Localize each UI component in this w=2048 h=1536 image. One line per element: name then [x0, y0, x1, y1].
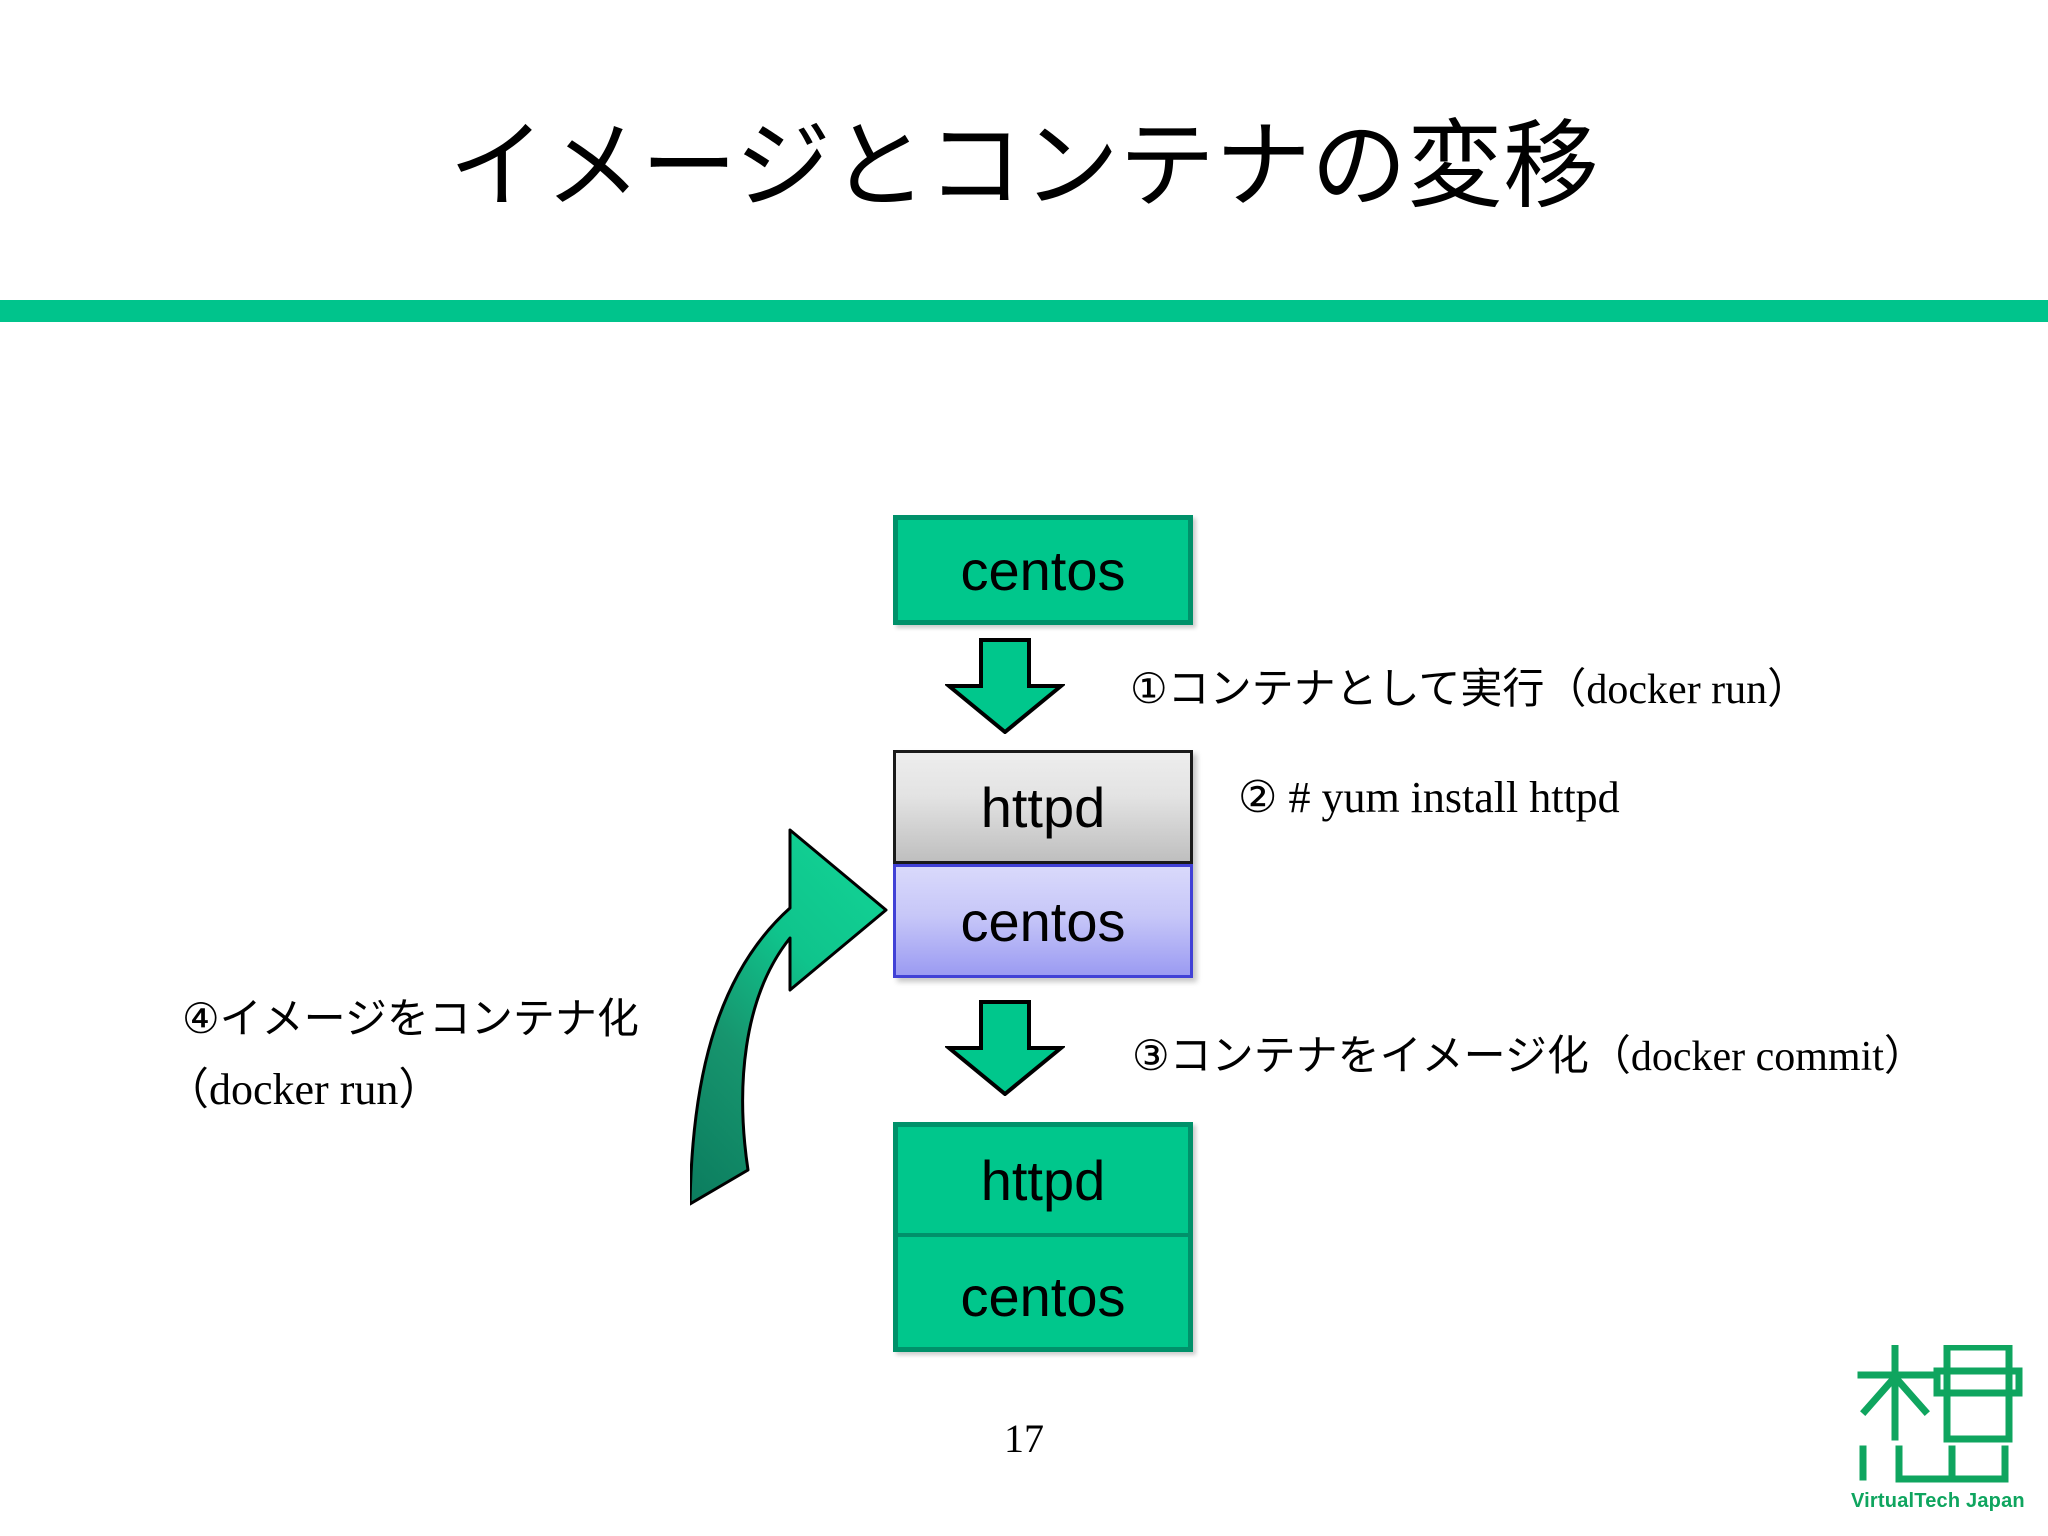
- image-layer-httpd: httpd: [898, 1127, 1188, 1237]
- image-box-centos-top-label: centos: [960, 538, 1126, 602]
- down-arrow-commit: [943, 1000, 1067, 1101]
- curved-arrow-run-again: [688, 790, 990, 1245]
- container-stack-middle: httpd centos: [893, 750, 1193, 978]
- container-layer-centos-label: centos: [960, 889, 1126, 953]
- image-layer-centos: centos: [898, 1241, 1188, 1351]
- annotation-step-2-text: ② # yum install httpd: [1238, 773, 1620, 822]
- annotation-step-1: ①コンテナとして実行（docker run）: [1130, 655, 1809, 716]
- page-title: イメージとコンテナの変移: [448, 110, 1600, 222]
- annotation-step-1-jp: ①コンテナとして実行: [1130, 664, 1545, 713]
- container-layer-centos: centos: [893, 864, 1193, 978]
- down-arrow-run: [943, 638, 1067, 739]
- container-layer-httpd: httpd: [893, 750, 1193, 864]
- annotation-step-3-jp: ③コンテナをイメージ化: [1132, 1031, 1589, 1080]
- annotation-step-4-cmd: （docker run）: [165, 1053, 442, 1117]
- annotation-step-2: ② # yum install httpd: [1238, 772, 1620, 823]
- annotation-step-4-jp: ④イメージをコンテナ化: [182, 994, 639, 1043]
- annotation-step-1-cmd: （docker run）: [1544, 667, 1810, 713]
- image-layer-httpd-label: httpd: [980, 1148, 1106, 1212]
- annotation-step-3: ③コンテナをイメージ化（docker commit）: [1132, 1022, 1926, 1083]
- image-layer-centos-label: centos: [960, 1264, 1126, 1328]
- title-divider: [0, 300, 2048, 322]
- annotation-step-4-cmd-text: （docker run）: [165, 1065, 443, 1114]
- logo-brand-text: VirtualTech Japan: [1851, 1490, 2025, 1512]
- image-box-centos-top: centos: [893, 515, 1193, 625]
- container-layer-httpd-label: httpd: [980, 775, 1106, 839]
- image-stack-bottom: httpd centos: [893, 1122, 1193, 1352]
- annotation-step-3-cmd: （docker commit）: [1588, 1034, 1926, 1080]
- page-number: 17: [1004, 1416, 1044, 1461]
- virtualtech-logo-icon: [1855, 1343, 2025, 1500]
- annotation-step-4: ④イメージをコンテナ化: [182, 985, 639, 1046]
